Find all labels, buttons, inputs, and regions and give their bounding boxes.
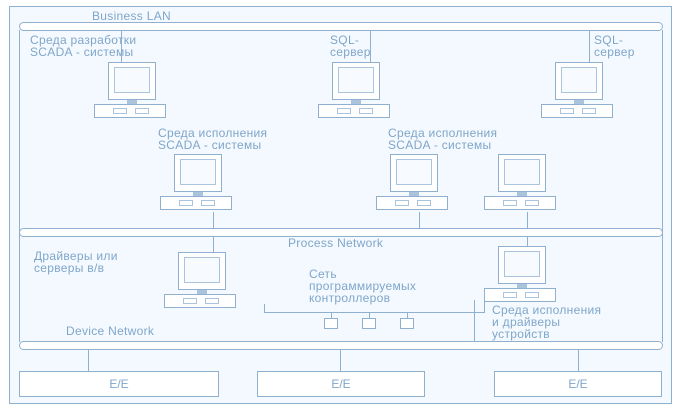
scada-dev-label: Среда разработки SCADA - системы xyxy=(30,33,137,59)
computer-icon xyxy=(541,62,613,120)
computer-icon xyxy=(318,62,390,120)
sql-server-label-2: SQL- сервер xyxy=(594,33,635,59)
computer-icon xyxy=(484,154,556,212)
ee-block-1: E/E xyxy=(19,371,219,397)
wire-device-runtime xyxy=(527,236,528,246)
business-lan-label: Business LAN xyxy=(92,9,171,23)
wire-ctrl-3 xyxy=(407,312,408,318)
wire-plc-right xyxy=(484,296,485,313)
wire-runtime-2 xyxy=(419,212,420,228)
wire-ctrl-1 xyxy=(331,312,332,318)
controller-icon xyxy=(400,318,414,329)
computer-icon xyxy=(160,154,232,212)
wire-left-edge xyxy=(19,30,20,342)
scada-runtime-label-1: Среда исполнения SCADA - системы xyxy=(158,126,268,152)
computer-icon xyxy=(484,246,556,304)
sql-server-label-1: SQL- сервер xyxy=(330,33,371,59)
wire-io-drivers xyxy=(213,236,214,252)
business-lan-bus xyxy=(19,22,663,31)
computer-icon xyxy=(164,252,236,310)
device-network-label: Device Network xyxy=(66,324,155,338)
process-network-label: Process Network xyxy=(288,236,384,250)
device-network-bus xyxy=(19,341,663,350)
device-runtime-label: Среда исполнения и драйверы устройств xyxy=(492,303,602,341)
wire-plc-bus xyxy=(264,312,484,313)
wire-runtime-1 xyxy=(213,212,214,228)
plc-network-label: Сеть программируемых контроллеров xyxy=(309,267,417,305)
wire-right-edge xyxy=(662,30,663,342)
wire-ee-2 xyxy=(340,350,341,371)
wire-ctrl-2 xyxy=(369,312,370,318)
ee-block-2: E/E xyxy=(257,371,425,397)
computer-icon xyxy=(376,154,448,212)
scada-runtime-label-2: Среда исполнения SCADA - системы xyxy=(388,126,498,152)
wire-ee-3 xyxy=(578,350,579,371)
wire-runtime-3 xyxy=(527,212,528,228)
controller-icon xyxy=(362,318,376,329)
computer-icon xyxy=(94,62,166,120)
wire-plc-drop xyxy=(264,304,265,313)
io-drivers-label: Драйверы или серверы в/в xyxy=(34,249,118,275)
wire-device-up xyxy=(474,300,475,341)
controller-icon xyxy=(324,318,338,329)
ee-block-3: E/E xyxy=(494,371,662,397)
wire-ee-1 xyxy=(88,350,89,371)
